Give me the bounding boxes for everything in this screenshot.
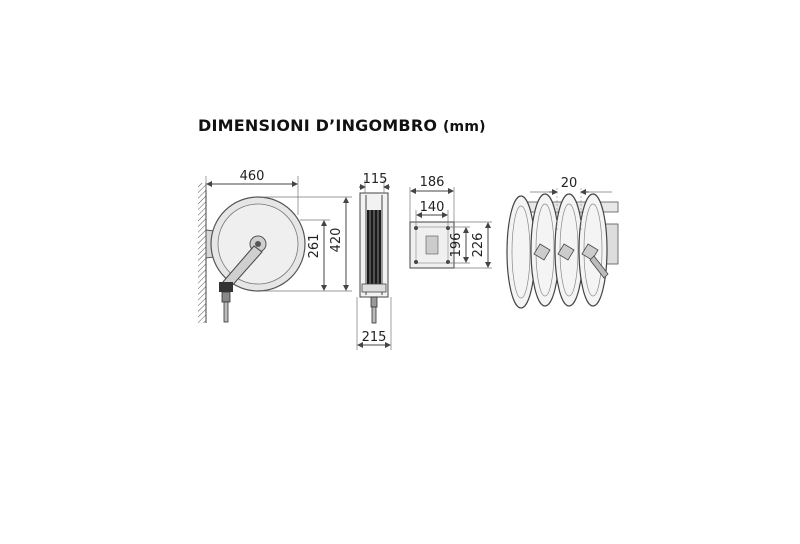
dim-plate-width-outer: 186 bbox=[420, 175, 445, 190]
dim-plate-height-inner: 196 bbox=[449, 233, 464, 258]
dim-side-top: 115 bbox=[363, 172, 388, 187]
title-unit: (mm) bbox=[442, 119, 486, 135]
dim-front-height-outer: 420 bbox=[329, 228, 344, 253]
nozzle-fitting bbox=[219, 282, 233, 292]
title-text: DIMENSIONI D’INGOMBRO bbox=[198, 116, 438, 135]
dim-plate-width-inner: 140 bbox=[420, 200, 445, 215]
mounting-plate-view: 186 140 196 226 bbox=[409, 175, 492, 269]
dim-plate-height-outer: 226 bbox=[471, 233, 486, 258]
dim-multi-spacing: 20 bbox=[561, 176, 578, 191]
side-view: 115 215 bbox=[356, 172, 392, 350]
dim-front-height-inner: 261 bbox=[307, 234, 322, 259]
wall-hatch bbox=[198, 183, 206, 323]
dim-side-bottom: 215 bbox=[362, 330, 387, 345]
front-view: 460 261 420 bbox=[198, 169, 352, 323]
page-title: DIMENSIONI D’INGOMBRO (mm) bbox=[198, 116, 486, 135]
multi-reel-view: 20 bbox=[506, 176, 619, 309]
dim-front-width: 460 bbox=[240, 169, 265, 184]
